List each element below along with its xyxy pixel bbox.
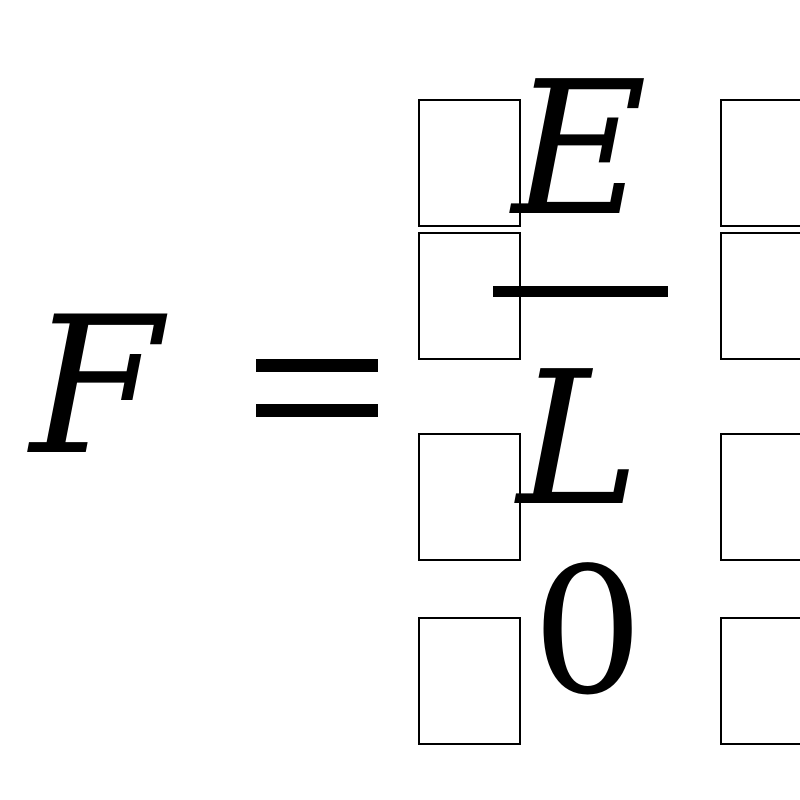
missing-glyph-column-left	[418, 99, 521, 745]
missing-glyph-box	[720, 232, 800, 360]
fraction-bar	[493, 286, 668, 297]
equals-sign-bottom-bar	[256, 404, 378, 417]
missing-glyph-column-right	[720, 99, 800, 745]
missing-glyph-box	[418, 99, 521, 227]
numerator-variable-e: E	[509, 41, 647, 257]
equals-sign-top-bar	[256, 359, 378, 372]
missing-glyph-box	[720, 99, 800, 227]
subscript-zero: 0	[532, 531, 643, 734]
denominator-variable-l: L	[514, 331, 640, 547]
lhs-variable-f: F	[27, 276, 168, 497]
missing-glyph-box	[720, 617, 800, 745]
missing-glyph-box	[418, 617, 521, 745]
missing-glyph-box	[418, 433, 521, 561]
equals-sign	[256, 359, 378, 417]
missing-glyph-box	[720, 433, 800, 561]
